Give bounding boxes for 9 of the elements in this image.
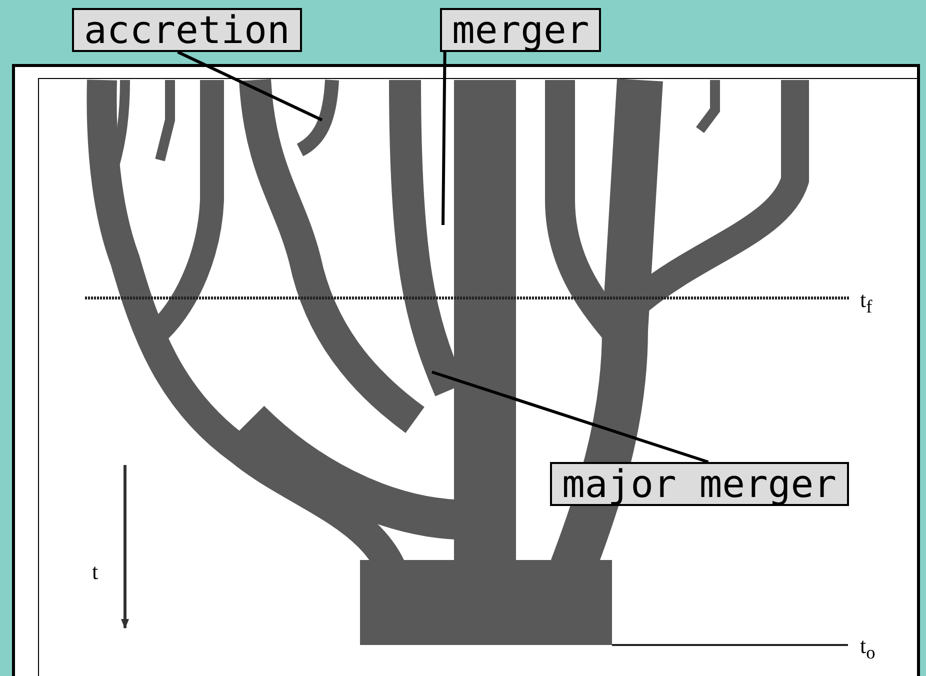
leader-line: [432, 370, 709, 464]
callout-label: merger: [440, 8, 602, 52]
time-label: t$_{f}$: [860, 288, 872, 318]
time-label: t: [92, 560, 98, 584]
leader-line: [442, 52, 446, 226]
time-label: t$_{o}$: [860, 634, 876, 664]
callout-label: accretion: [72, 8, 302, 52]
leader-line: [177, 50, 323, 122]
callout-label: major merger: [550, 462, 849, 506]
